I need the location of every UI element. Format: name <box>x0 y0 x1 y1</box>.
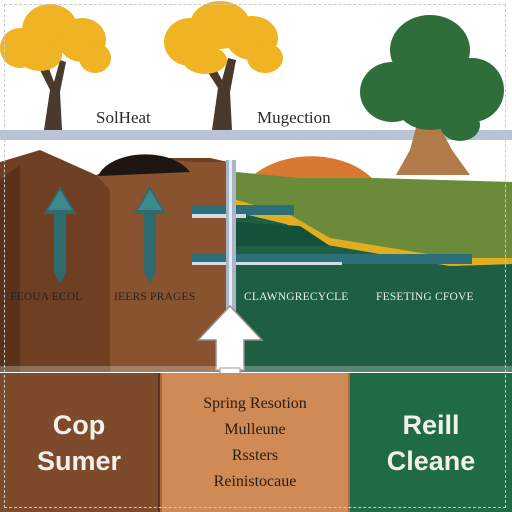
strata-label-center-right: CLAWNGRECYCLE <box>244 291 349 303</box>
strata-label-left: FEOUA ECOL <box>10 291 83 303</box>
teal-arrow-right <box>134 186 166 284</box>
pipe-upper <box>192 205 294 215</box>
dark-mound <box>98 154 190 176</box>
yellow-tree-left <box>0 4 111 130</box>
grass-slope <box>236 172 512 262</box>
strata-label-right: FESETING CFOVE <box>376 291 474 303</box>
yellow-tree-middle <box>164 1 283 130</box>
box-middle-line-1: Spring Resotion <box>203 394 307 412</box>
teal-arrow-left <box>44 186 76 284</box>
green-tree-right <box>360 15 504 175</box>
dark-green-ground <box>236 212 512 372</box>
box-middle-line-4: Reinistocaue <box>213 472 297 490</box>
box-right: Reill Cleane <box>350 373 512 512</box>
box-right-line-1: Reill <box>402 409 460 440</box>
box-left: Cop Sumer <box>0 373 160 512</box>
top-label-right: Mugection <box>257 108 331 127</box>
box-middle: Spring Resotion Mulleune Rssters Reinist… <box>160 373 350 512</box>
top-label-left: SolHeat <box>96 108 151 127</box>
pipe-lower <box>192 254 472 264</box>
box-middle-line-2: Mulleune <box>224 420 286 438</box>
box-right-line-2: Cleane <box>386 445 476 476</box>
box-left-line-2: Sumer <box>36 445 122 476</box>
strata-label-center-left: IEERS PRAGES <box>114 291 196 303</box>
box-middle-line-3: Rssters <box>231 446 279 464</box>
orange-hill <box>250 156 372 178</box>
yellow-layer <box>236 200 512 266</box>
box-left-line-1: Cop <box>52 409 106 440</box>
horizon-band <box>0 130 512 140</box>
